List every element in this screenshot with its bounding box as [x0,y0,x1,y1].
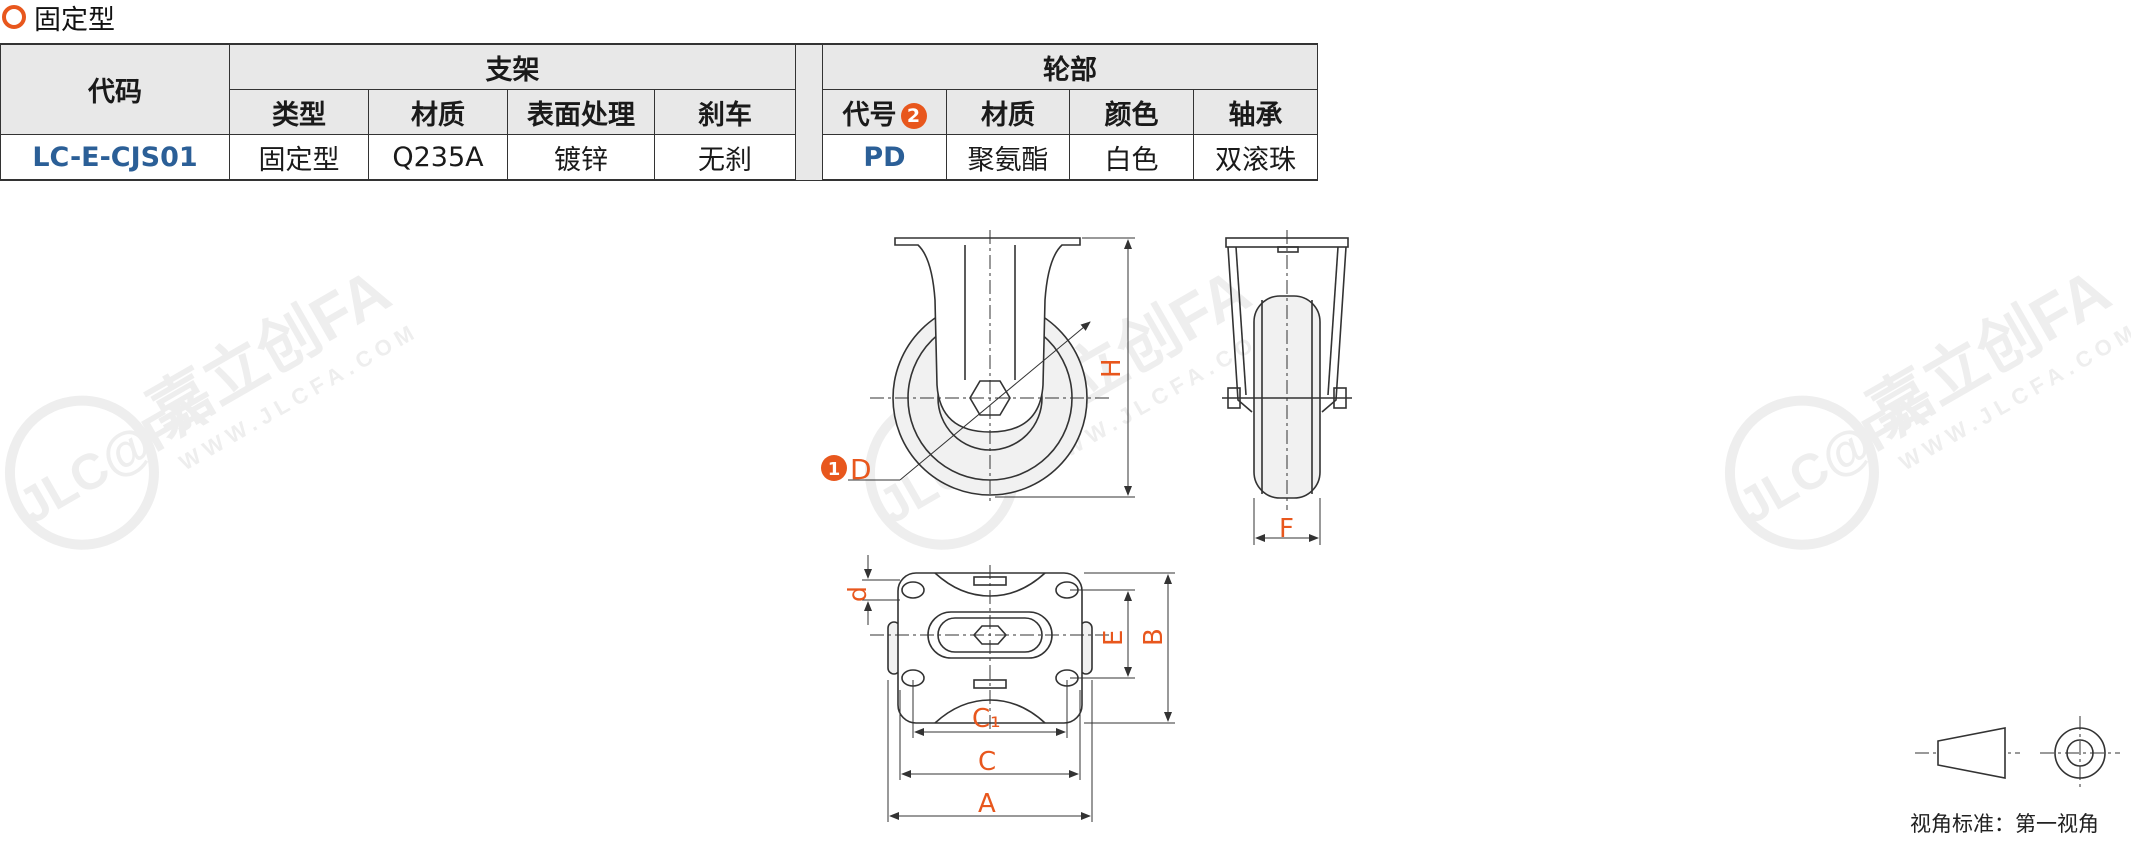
dim-B: B [1139,628,1169,646]
badge-2-icon: 2 [900,103,927,129]
row-wheel-material: 聚氨酯 [946,134,1070,181]
dim-E: E [1099,630,1129,646]
dim-d: d [843,586,872,602]
header-wheel: 轮部 [822,43,1318,90]
header-code: 代码 [0,43,230,135]
col-surface: 表面处理 [507,89,655,135]
col-wheel-color: 颜色 [1069,89,1194,135]
row-material: Q235A [368,134,508,181]
dim-A: A [978,789,996,819]
view-standard-label: 视角标准：第一视角 [1910,812,2099,836]
section-title-text: 固定型 [34,4,115,36]
dim-H: H [1097,358,1127,378]
dim-C: C [978,747,996,777]
col-brake: 刹车 [654,89,796,135]
col-wheel-material: 材质 [946,89,1070,135]
first-angle-projection-icon [1915,716,2120,790]
badge-1-text: 1 [828,459,841,480]
table-gap [795,43,823,181]
orange-ring-icon [2,5,26,29]
col-type: 类型 [229,89,369,135]
front-view [848,230,1135,505]
top-view [862,555,1175,822]
row-brake: 无刹 [654,134,796,181]
row-wheel-code: PD [822,134,947,181]
row-code: LC-E-CJS01 [0,134,230,181]
row-bearing: 双滚珠 [1193,134,1318,181]
row-surface: 镀锌 [507,134,655,181]
header-bracket: 支架 [229,43,796,90]
dim-C1: C₁ [972,704,1001,734]
section-title: 固定型 [0,0,115,36]
col-material: 材质 [368,89,508,135]
col-bearing: 轴承 [1193,89,1318,135]
side-view [1222,230,1352,545]
row-wheel-color: 白色 [1069,134,1194,181]
dim-D: D [850,453,872,486]
col-wheel-code-label: 代号 [842,99,897,131]
badge-1-icon [821,455,847,481]
dim-F: F [1279,514,1294,544]
